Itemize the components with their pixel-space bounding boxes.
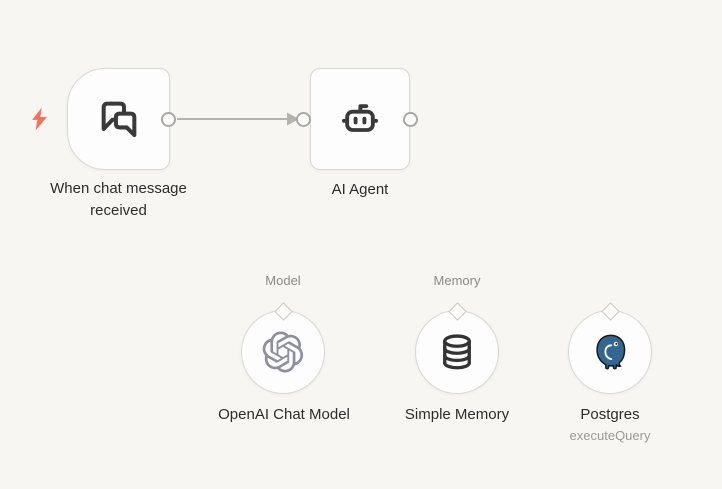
node-label-postgres: Postgres <box>580 406 640 423</box>
node-label-simple-memory: Simple Memory <box>404 406 510 423</box>
node-label-openai-chat-model: OpenAI Chat Model <box>218 406 350 423</box>
chat-bubbles-icon <box>101 101 136 138</box>
node-label-ai-agent: AI Agent <box>331 181 389 198</box>
robot-icon <box>341 104 379 132</box>
output-port-chat-trigger[interactable] <box>161 112 176 127</box>
node-openai-chat-model[interactable] <box>241 310 325 394</box>
openai-logo-icon <box>262 331 304 373</box>
node-ai-agent[interactable] <box>310 68 410 170</box>
node-operation-postgres: executeQuery <box>569 428 651 443</box>
port-label-model: Model <box>265 273 301 288</box>
node-simple-memory[interactable] <box>415 310 499 394</box>
node-postgres[interactable] <box>568 310 652 394</box>
node-chat-trigger[interactable] <box>67 68 170 170</box>
lightning-bolt-icon <box>32 107 47 131</box>
database-icon <box>443 334 471 370</box>
output-port-ai-agent[interactable] <box>403 112 418 127</box>
postgresql-elephant-icon <box>596 334 626 370</box>
node-label-chat-trigger: When chat message received <box>50 180 187 219</box>
port-label-memory: Memory <box>433 273 481 288</box>
input-port-ai-agent[interactable] <box>296 112 311 127</box>
